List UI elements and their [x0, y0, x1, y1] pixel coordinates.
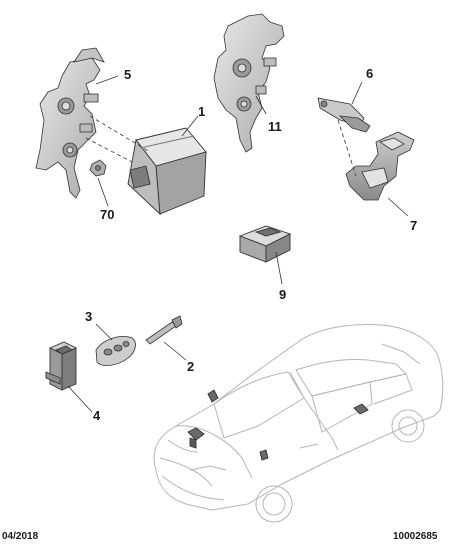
part-5-bracket: [35, 47, 105, 199]
part-1-module: [127, 127, 207, 216]
part-2-key-blade: [145, 315, 183, 345]
assembly-lines: [85, 115, 357, 177]
callout-3: 3: [85, 309, 93, 324]
part-11-bracket: [213, 13, 285, 153]
footer-date: 04/2018: [2, 531, 39, 542]
part-6-antenna: [317, 97, 371, 133]
callout-11: 11: [268, 119, 282, 134]
callout-9: 9: [279, 287, 287, 302]
part-3-key-fob: [95, 336, 136, 366]
callout-6: 6: [366, 66, 374, 81]
car-component-marks: [187, 389, 369, 461]
footer-reference: 10002685: [393, 531, 438, 542]
callout-5: 5: [124, 67, 132, 82]
part-7-support: [345, 131, 415, 201]
callout-1: 1: [198, 104, 206, 119]
part-4-receiver: [45, 341, 78, 391]
callout-4: 4: [93, 408, 101, 423]
part-70-nut: [89, 159, 107, 177]
part-9-module: [238, 225, 292, 263]
callout-2: 2: [187, 359, 195, 374]
car-illustration: [153, 324, 444, 523]
callout-70: 70: [100, 207, 115, 222]
callout-7: 7: [410, 218, 418, 233]
leader-lines: [67, 75, 409, 413]
